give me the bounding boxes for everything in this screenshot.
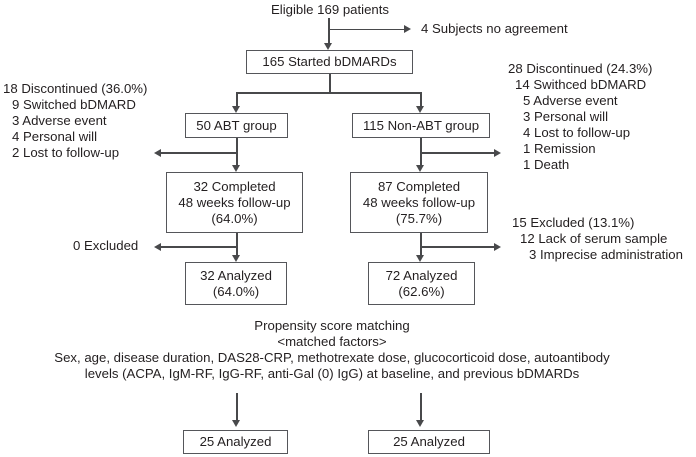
- list-item: 28 Discontinued (24.3%): [508, 61, 653, 76]
- arrow-left-icon: [154, 242, 161, 251]
- nonabt-matched-analyzed-label: 25 Analyzed: [393, 434, 465, 449]
- matched-factors-line: levels (ACPA, IgM-RF, IgG-RF, anti-Gal (…: [84, 366, 580, 381]
- connector-line: [328, 18, 330, 44]
- connector-line: [236, 233, 238, 255]
- abt-analyzed-line: 32 Analyzed: [200, 267, 272, 283]
- list-item: 1 Remission: [523, 141, 596, 156]
- list-item: 9 Switched bDMARD: [12, 97, 136, 112]
- list-item: 15 Excluded (13.1%): [512, 215, 635, 230]
- connector-line: [329, 74, 331, 92]
- arrow-down-icon: [232, 165, 240, 172]
- nonabt-analyzed-line: (62.6%): [398, 283, 445, 299]
- abt-analyzed-box: 32 Analyzed (64.0%): [185, 262, 287, 305]
- connector-line: [236, 393, 238, 420]
- arrow-down-icon: [416, 255, 424, 262]
- connector-line: [236, 92, 238, 106]
- list-item: 12 Lack of serum sample: [520, 231, 668, 246]
- nonabt-matched-analyzed-box: 25 Analyzed: [368, 430, 490, 454]
- arrow-right-icon: [494, 242, 501, 251]
- connector-line: [420, 246, 494, 248]
- arrow-down-icon: [324, 43, 332, 50]
- connector-line: [420, 92, 422, 106]
- nonabt-analyzed-box: 72 Analyzed (62.6%): [368, 262, 475, 305]
- connector-line: [420, 393, 422, 420]
- connector-line: [236, 92, 421, 94]
- arrow-right-icon: [404, 24, 411, 33]
- list-item: 14 Swithced bDMARD: [515, 77, 647, 92]
- abt-completed-line: 32 Completed: [193, 178, 276, 194]
- abt-matched-analyzed-label: 25 Analyzed: [199, 434, 272, 449]
- connector-line: [328, 28, 404, 30]
- arrow-left-icon: [154, 148, 161, 157]
- connector-line: [161, 152, 237, 154]
- connector-line: [161, 246, 237, 248]
- list-item: 3 Personal will: [523, 109, 609, 124]
- list-item: 3 Adverse event: [12, 113, 107, 128]
- nonabt-discontinued-list: 28 Discontinued (24.3%) 14 Swithced bDMA…: [508, 61, 652, 173]
- connector-line: [236, 138, 238, 165]
- connector-line: [420, 152, 494, 154]
- list-item: 3 Imprecise administration: [529, 247, 683, 262]
- list-item: 2 Lost to follow-up: [12, 145, 120, 160]
- arrow-down-icon: [232, 106, 240, 113]
- nonabt-completed-line: (75.7%): [395, 210, 443, 226]
- list-item: 4 Lost to follow-up: [523, 125, 631, 140]
- no-agreement-label: 4 Subjects no agreement: [421, 21, 568, 36]
- abt-completed-line: (64.0%): [211, 210, 258, 226]
- arrow-down-icon: [416, 106, 424, 113]
- connector-line: [420, 233, 422, 255]
- nonabt-completed-box: 87 Completed 48 weeks follow-up (75.7%): [350, 172, 488, 233]
- abt-matched-analyzed-box: 25 Analyzed: [183, 430, 288, 454]
- list-item: 18 Discontinued (36.0%): [3, 81, 148, 96]
- abt-group-box: 50 ABT group: [185, 113, 288, 138]
- connector-line: [420, 138, 422, 165]
- arrow-down-icon: [416, 165, 424, 172]
- nonabt-group-box: 115 Non-ABT group: [352, 113, 490, 138]
- arrow-down-icon: [416, 420, 424, 427]
- abt-discontinued-list: 18 Discontinued (36.0%) 9 Switched bDMAR…: [3, 81, 147, 161]
- started-bdmards-box: 165 Started bDMARDs: [246, 50, 413, 74]
- nonabt-completed-line: 48 weeks follow-up: [362, 194, 476, 210]
- matched-factors-subtitle: <matched factors>: [277, 334, 387, 349]
- arrow-down-icon: [232, 420, 240, 427]
- started-bdmards-label: 165 Started bDMARDs: [262, 54, 397, 69]
- abt-completed-line: 48 weeks follow-up: [178, 194, 291, 210]
- list-item: 4 Personal will: [12, 129, 98, 144]
- nonabt-excluded-list: 15 Excluded (13.1%) 12 Lack of serum sam…: [512, 215, 683, 263]
- list-item: 5 Adverse event: [523, 93, 618, 108]
- list-item: 1 Death: [523, 157, 570, 172]
- abt-excluded-label: 0 Excluded: [73, 238, 139, 253]
- arrow-down-icon: [232, 255, 240, 262]
- abt-analyzed-line: (64.0%): [212, 283, 260, 299]
- abt-completed-box: 32 Completed 48 weeks follow-up (64.0%): [166, 172, 303, 233]
- propensity-matching-block: Propensity score matching <matched facto…: [0, 318, 664, 382]
- propensity-title: Propensity score matching: [254, 318, 410, 333]
- matched-factors-line: Sex, age, disease duration, DAS28-CRP, m…: [54, 350, 610, 365]
- eligible-patients-label: Eligible 169 patients: [270, 2, 390, 17]
- nonabt-analyzed-line: 72 Analyzed: [385, 267, 458, 283]
- arrow-right-icon: [494, 148, 501, 157]
- nonabt-completed-line: 87 Completed: [377, 178, 461, 194]
- abt-group-label: 50 ABT group: [196, 117, 277, 133]
- nonabt-group-label: 115 Non-ABT group: [362, 117, 480, 133]
